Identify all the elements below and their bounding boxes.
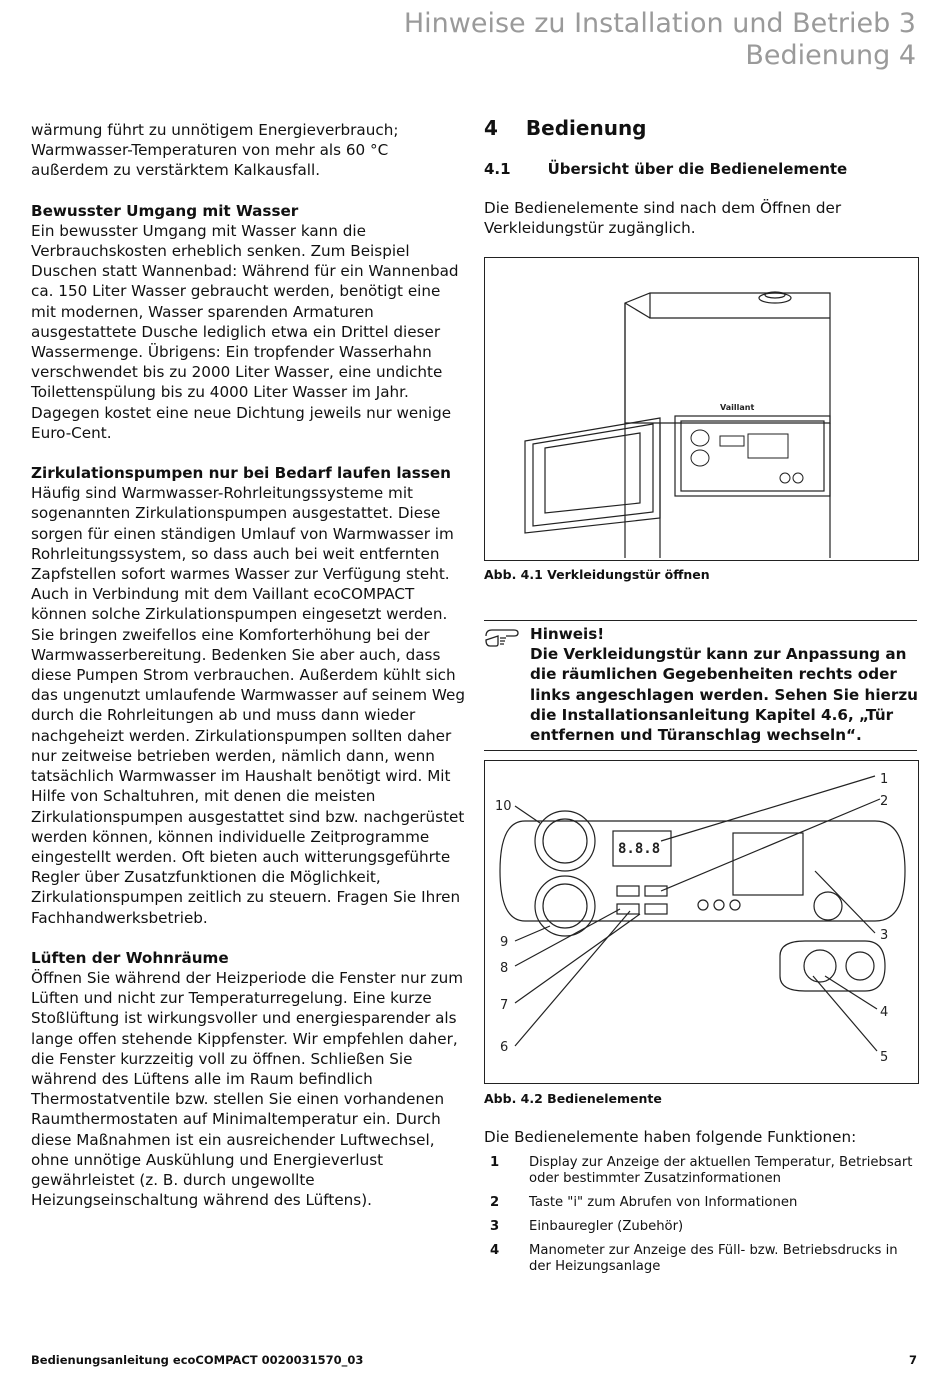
running-header: Hinweise zu Installation und Betrieb 3 B… <box>404 8 916 72</box>
section-body-pumps: Häufig sind Warmwasser-Rohrleitungssyste… <box>31 484 465 927</box>
section-body-ventilation: Öffnen Sie während der Heizperiode die F… <box>31 968 464 1210</box>
item-text: Display zur Anzeige der aktuellen Temper… <box>529 1155 913 1186</box>
item-number: 3 <box>490 1219 500 1234</box>
right-column: 4 Bedienung 4.1 Übersicht über die Bedie… <box>484 114 920 238</box>
figure-boiler-door: Vaillant <box>484 257 919 561</box>
header-line-2: Bedienung 4 <box>745 40 916 71</box>
hint-rule-top <box>484 620 917 621</box>
item-text: Taste "i" zum Abrufen von Informationen <box>529 1195 798 1210</box>
item-number: 4 <box>490 1243 500 1258</box>
item-number: 1 <box>490 1155 500 1170</box>
label-10: 10 <box>495 799 512 814</box>
list-item: 4 Manometer zur Anzeige des Füll- bzw. B… <box>490 1243 920 1275</box>
list-item: 3 Einbauregler (Zubehör) <box>490 1219 920 1235</box>
left-column: wärmung führt zu unnötigem Energieverbra… <box>31 120 467 1210</box>
section-title-water: Bewusster Umgang mit Wasser <box>31 201 299 220</box>
figure-1-caption: Abb. 4.1 Verkleidungstür öffnen <box>484 567 710 582</box>
control-panel-illustration: 8.8.8 1 2 3 4 5 6 7 8 9 10 <box>495 772 906 1065</box>
chapter-title: Bedienung <box>525 116 647 140</box>
functions-intro: Die Bedienelemente haben folgende Funkti… <box>484 1128 857 1146</box>
item-number: 2 <box>490 1195 500 1210</box>
section-heading: 4.1 Übersicht über die Bedienelemente <box>484 160 920 178</box>
hint-body: Die Verkleidungstür kann zur Anpassung a… <box>530 645 918 745</box>
hint-box: Hinweis! Die Verkleidungstür kann zur An… <box>530 624 922 745</box>
item-text: Einbauregler (Zubehör) <box>529 1219 684 1234</box>
hint-title: Hinweis! <box>530 625 605 643</box>
label-1: 1 <box>880 772 888 787</box>
header-line-1: Hinweise zu Installation und Betrieb 3 <box>403 8 916 39</box>
list-item: 2 Taste "i" zum Abrufen von Informatione… <box>490 1195 920 1211</box>
label-5: 5 <box>880 1050 888 1065</box>
page-number: 7 <box>908 1353 917 1367</box>
section-title-pumps: Zirkulationspumpen nur bei Bedarf laufen… <box>31 464 451 483</box>
section-number: 4.1 <box>484 160 511 178</box>
label-4: 4 <box>880 1005 888 1020</box>
section-title: Übersicht über die Bedienelemente <box>547 160 848 178</box>
hint-rule-bottom <box>484 750 917 751</box>
section-body-water: Ein bewusster Umgang mit Wasser kann die… <box>31 221 459 442</box>
footer-text: Bedienungsanleitung ecoCOMPACT 002003157… <box>31 1353 364 1367</box>
chapter-heading: 4 Bedienung <box>484 114 920 142</box>
label-8: 8 <box>500 961 508 976</box>
label-6: 6 <box>500 1040 508 1055</box>
label-7: 7 <box>500 998 508 1013</box>
brand-logo: Vaillant <box>720 403 754 412</box>
label-3: 3 <box>880 928 888 943</box>
display-readout: 8.8.8 <box>618 841 660 857</box>
item-text: Manometer zur Anzeige des Füll- bzw. Bet… <box>529 1243 898 1274</box>
section-title-ventilation: Lüften der Wohnräume <box>31 948 229 967</box>
boiler-illustration: Vaillant <box>524 291 831 558</box>
figure-2-caption: Abb. 4.2 Bedienelemente <box>484 1091 662 1106</box>
list-item: 1 Display zur Anzeige der aktuellen Temp… <box>490 1155 920 1187</box>
figure-control-panel: 8.8.8 1 2 3 4 5 6 7 8 9 10 <box>484 760 919 1084</box>
pointing-hand-icon <box>484 626 524 652</box>
paragraph-continued: wärmung führt zu unnötigem Energieverbra… <box>31 121 399 180</box>
functions-list: 1 Display zur Anzeige der aktuellen Temp… <box>490 1155 920 1283</box>
label-2: 2 <box>880 794 888 809</box>
section-intro: Die Bedienelemente sind nach dem Öffnen … <box>484 199 842 238</box>
label-9: 9 <box>500 935 508 950</box>
chapter-number: 4 <box>484 116 498 140</box>
